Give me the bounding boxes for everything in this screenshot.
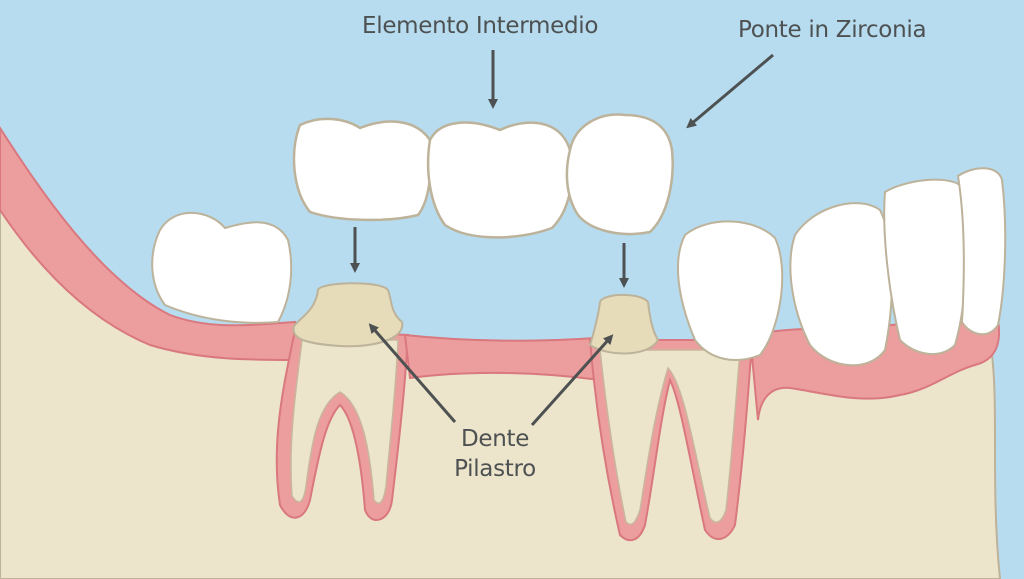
gum-middle <box>403 333 602 382</box>
zirconia-bridge <box>292 113 674 239</box>
abutment-left-core <box>292 282 404 348</box>
abutment-right-core <box>588 293 660 355</box>
arrow-abutment-right <box>530 334 614 427</box>
label-zirconia-bridge: Ponte in Zirconia <box>738 17 927 43</box>
tooth-left-molar <box>151 211 293 324</box>
label-pontic: Elemento Intermedio <box>362 13 599 39</box>
label-abutment-tooth: Dente Pilastro <box>440 424 550 484</box>
arrow-bridge <box>686 53 774 129</box>
tooth-right-4 <box>956 167 1007 336</box>
tooth-right-3 <box>883 178 968 356</box>
tooth-right-2 <box>789 202 893 367</box>
label-abutment-line2: Pilastro <box>454 456 536 482</box>
arrow-abutment-left <box>368 323 457 423</box>
tooth-right-1 <box>676 220 784 361</box>
label-abutment-line1: Dente <box>460 426 530 452</box>
